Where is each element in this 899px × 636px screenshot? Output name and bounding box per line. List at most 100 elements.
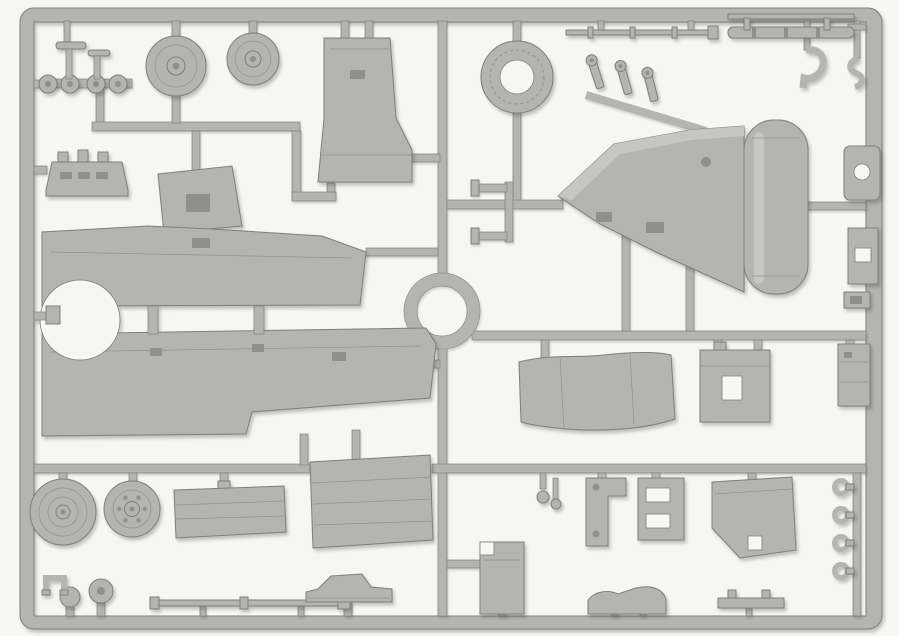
panel-crease — [629, 353, 635, 425]
runner-diagonal — [584, 91, 708, 135]
ring-outline-outer — [403, 272, 481, 350]
road-wheel-small — [103, 480, 161, 538]
hub-dot — [115, 81, 121, 87]
bracket-body — [637, 477, 685, 541]
bracket-with-hole — [843, 145, 881, 201]
glacis-opening — [186, 194, 210, 212]
rail-body — [837, 343, 871, 407]
runner-stub — [65, 48, 73, 80]
connector — [823, 17, 831, 31]
small-bracket — [843, 291, 871, 309]
linkage-rod — [565, 25, 719, 40]
deck-recess — [646, 222, 664, 233]
roller-highlight — [754, 132, 764, 284]
side-rail — [837, 343, 871, 407]
runner-stub — [96, 602, 106, 617]
runner-stub — [540, 339, 550, 359]
runner-bottom-left — [33, 463, 311, 474]
torsion-bar-end — [470, 179, 480, 197]
base-mound — [587, 586, 667, 615]
muffler-band — [784, 27, 788, 38]
tow-hook-small — [847, 55, 865, 90]
bracket-hole — [853, 163, 871, 181]
runner-link — [411, 153, 441, 163]
hub-dot — [93, 81, 99, 87]
ring-outline-inner — [416, 285, 468, 337]
panel-crease — [49, 251, 353, 259]
curved-panel — [518, 351, 676, 431]
runner-stub — [340, 20, 350, 40]
ring-body — [404, 273, 480, 349]
chassis-body — [557, 125, 745, 293]
exhaust-stack — [614, 60, 633, 96]
rod-end — [149, 596, 160, 610]
panel-crease — [49, 345, 421, 353]
tire-tread — [489, 49, 545, 105]
wheel-groove — [112, 489, 152, 529]
retaining-staple — [41, 575, 69, 596]
bracket-body — [585, 477, 627, 547]
hatch-recess — [192, 238, 210, 248]
latch-plate — [847, 227, 879, 285]
plate-notch — [747, 535, 763, 551]
panel-notch — [479, 541, 495, 556]
plate-body — [711, 476, 797, 559]
l-bracket — [585, 477, 627, 547]
fender-tab — [77, 149, 89, 164]
rod-collar — [239, 596, 249, 610]
panel-crease — [559, 357, 565, 428]
runner-stub — [171, 20, 181, 38]
chassis-facet — [558, 126, 744, 200]
runner-center-bottom — [437, 344, 448, 617]
bracket-hole — [592, 483, 600, 491]
rail-grooves — [840, 361, 868, 383]
axle-set — [38, 41, 128, 94]
hatch-recess — [332, 352, 346, 361]
hub-dot — [45, 81, 51, 87]
fender-slot — [96, 172, 108, 179]
plate-body — [173, 485, 287, 539]
connector — [743, 17, 751, 31]
exhaust-stacks — [585, 54, 659, 102]
runner-stub — [93, 55, 101, 80]
wheel-groove — [47, 496, 79, 528]
center-runner-ring — [403, 272, 481, 350]
tow-hooks-strip — [832, 478, 855, 580]
panel-body — [518, 351, 676, 431]
runner-stub — [805, 201, 867, 211]
runner-long-left — [91, 121, 301, 132]
hub-dot — [97, 587, 105, 595]
bracket-hole — [592, 530, 600, 538]
road-wheel-large — [29, 478, 97, 546]
runner-elbow — [291, 130, 302, 201]
runner-stub — [446, 559, 481, 569]
runner-stub — [199, 605, 207, 617]
superstructure-body — [317, 37, 413, 183]
chassis-deck — [557, 125, 745, 293]
runner-mini — [476, 231, 508, 241]
spare-tire — [480, 40, 554, 114]
runner-tire-down — [512, 111, 522, 205]
idler-wheel-large — [145, 35, 207, 97]
muffler-band — [752, 27, 756, 38]
glacis-plate — [157, 165, 243, 234]
double-slot-bracket — [637, 477, 685, 541]
hull-side-lower — [41, 327, 437, 437]
tabbed-bar — [717, 589, 785, 609]
hatch-recess — [150, 348, 162, 356]
molded-parts — [29, 13, 881, 615]
body-profile-plate — [305, 573, 393, 603]
hub-dot — [67, 81, 73, 87]
runner-mini — [476, 183, 508, 193]
hatch-box — [699, 341, 771, 423]
bracket-slot — [645, 487, 671, 503]
muffler-band — [816, 27, 820, 38]
hull-side-upper — [41, 225, 367, 307]
thin-rod — [727, 13, 855, 20]
runner-stub — [539, 472, 547, 490]
hub-dot — [129, 506, 135, 512]
fender-tab — [97, 151, 109, 164]
wheel-groove — [234, 40, 272, 78]
small-rod — [87, 49, 111, 57]
